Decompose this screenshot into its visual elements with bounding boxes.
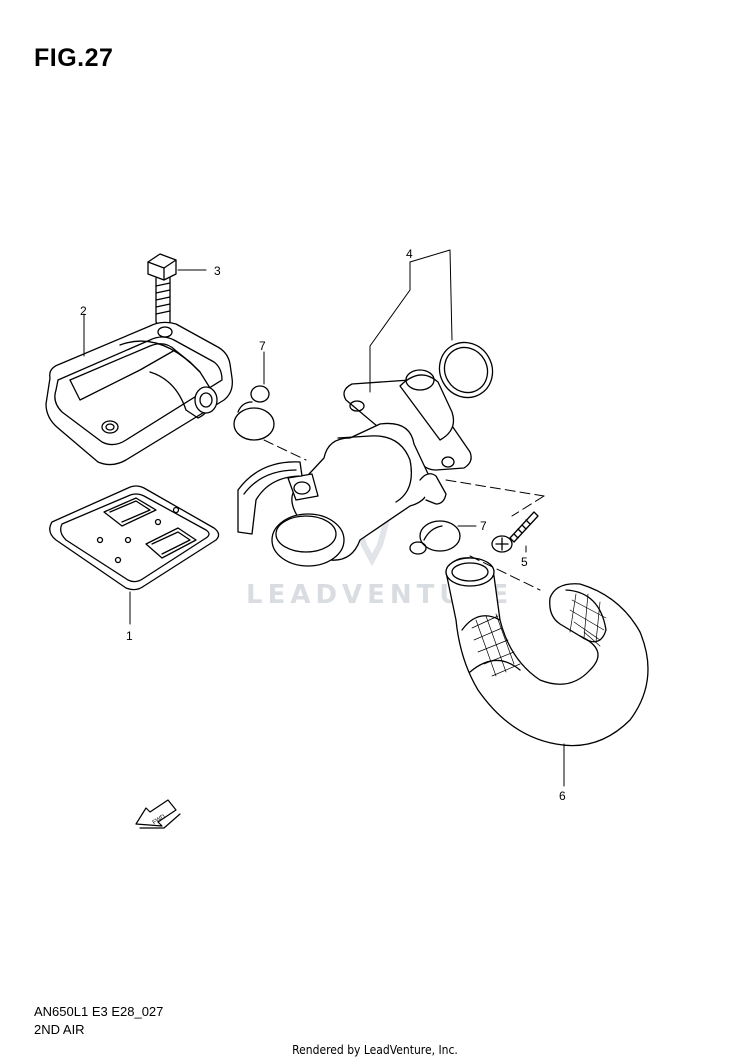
callout-3: 3 (214, 264, 221, 278)
cover-part-2 (45, 321, 233, 466)
gasket-part-1 (49, 485, 220, 591)
clamp-part-7-lower (409, 520, 461, 555)
assembly-line-screw-2 (511, 495, 545, 517)
bolt-part-3 (147, 253, 177, 327)
callout-7-lower: 7 (480, 519, 487, 533)
callout-7-upper: 7 (259, 339, 266, 353)
callout-6: 6 (559, 789, 566, 803)
fwd-arrow-icon (135, 799, 181, 829)
assembly-line-hose (469, 555, 541, 591)
figure-title: FIG.27 (34, 44, 114, 72)
hose-part-6 (445, 557, 649, 747)
valve-part-4 (237, 341, 494, 567)
leader-4a (369, 261, 411, 393)
section-name: 2ND AIR (34, 1022, 85, 1037)
screw-part-5 (491, 511, 539, 553)
assembly-line-clamp (263, 439, 307, 461)
callout-5: 5 (521, 555, 528, 569)
callout-2: 2 (80, 304, 87, 318)
callout-4: 4 (406, 247, 413, 261)
footer-credit: Rendered by LeadVenture, Inc. (292, 1043, 458, 1057)
leader-lines (83, 249, 565, 787)
clamp-part-7-upper (233, 385, 275, 441)
model-code: AN650L1 E3 E28_027 (34, 1004, 164, 1019)
assembly-line-screw (445, 479, 545, 497)
callout-1: 1 (126, 629, 133, 643)
leader-4b (409, 249, 453, 341)
